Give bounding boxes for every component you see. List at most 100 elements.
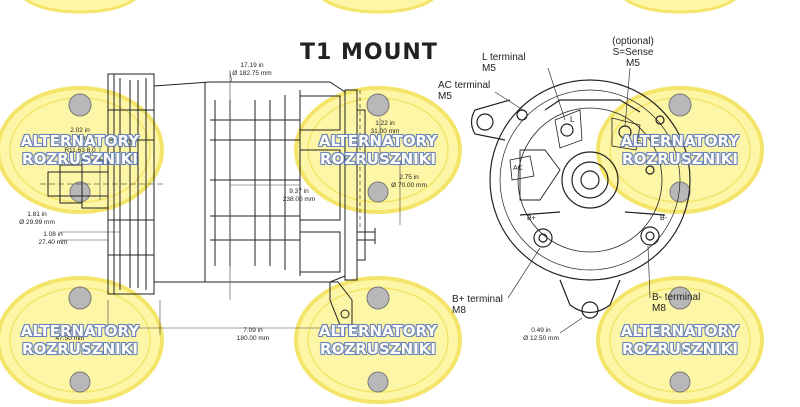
watermark-badge <box>596 86 764 214</box>
dimension-label: 0.49 in Ø 12.50 mm <box>518 327 564 342</box>
dimension-imperial: 1.22 in <box>375 120 395 127</box>
alternator-icon <box>68 286 92 310</box>
alternator-icon <box>668 286 692 310</box>
alternator-icon <box>367 371 389 393</box>
dimension-metric: 27.40 mm <box>38 238 68 246</box>
dimension-metric: Ø 182.75 mm <box>232 69 272 77</box>
dimension-imperial: 17.19 in <box>240 62 264 69</box>
l-terminal-stud <box>560 123 574 137</box>
dimension-imperial: 1.87 in <box>60 327 80 334</box>
dimension-metric: Ø 12.50 mm <box>523 334 559 342</box>
terminal-size: M5 <box>626 58 640 69</box>
alternator-icon <box>367 181 389 203</box>
shaft-hub <box>561 151 619 209</box>
watermark-text: ALTERNATORY ROZRUSZNIKI <box>0 132 160 168</box>
ac-terminal-stud <box>516 109 528 121</box>
watermark-text: ALTERNATORY ROZRUSZNIKI <box>0 322 160 358</box>
watermark-text: ALTERNATORY ROZRUSZNIKI <box>600 132 760 168</box>
face-mark-bminus: B- <box>660 215 667 222</box>
dimension-label: 2.75 in Ø 70.00 mm <box>386 174 432 189</box>
dimension-imperial: 2.02 in <box>70 127 90 134</box>
dimension-metric: 31.00 mm <box>370 127 400 135</box>
watermark-line2: ROZRUSZNIKI <box>320 150 436 168</box>
dimension-label: 9.37 in 238.00 mm <box>273 188 325 203</box>
dimension-metric: Ø 29.99 mm <box>19 218 55 226</box>
terminal-size: M8 <box>652 303 666 314</box>
housing-outline <box>489 79 691 281</box>
face-mark-bplus: B+ <box>527 215 536 222</box>
watermark-badges <box>0 0 764 404</box>
alternator-icon <box>69 181 91 203</box>
dimension-label: 7.09 in 180.00 mm <box>228 327 278 342</box>
ear-hole <box>476 113 494 131</box>
terminal-name: AC terminal <box>438 80 491 91</box>
side-dimension-lines <box>60 70 401 335</box>
terminal-size: M5 <box>482 63 496 74</box>
foot-hole <box>581 301 599 319</box>
watermark-line1: ALTERNATORY <box>20 322 140 340</box>
alternator-icon <box>669 371 691 393</box>
watermark-line2: ROZRUSZNIKI <box>622 340 738 358</box>
watermark-text: ALTERNATORY ROZRUSZNIKI <box>298 322 458 358</box>
dimension-label: 1.87 in 47.50 mm <box>46 327 94 342</box>
terminal-name: B- terminal <box>652 292 701 303</box>
l-terminal-label: L terminal M5 <box>482 52 526 74</box>
dimension-label: 2.02 in 51.4 mm <box>58 127 102 142</box>
dimension-label: 1.81 in Ø 29.99 mm <box>14 211 60 226</box>
watermark-line2: ROZRUSZNIKI <box>22 340 138 358</box>
bminus-terminal-label: B- terminal M8 <box>652 292 700 314</box>
alternator-icon <box>68 93 92 117</box>
dimension-imperial: 0.49 in <box>531 327 551 334</box>
watermark-line1: ALTERNATORY <box>318 132 438 150</box>
face-mark-s: S <box>636 139 642 148</box>
bplus-terminal-label: B+ terminal M8 <box>452 294 503 316</box>
dimension-metric: 47.50 mm <box>55 334 85 342</box>
dimension-imperial: 1.81 in <box>27 211 47 218</box>
ac-terminal-label: AC terminal M5 <box>438 80 490 102</box>
watermark-text: ALTERNATORY ROZRUSZNIKI <box>298 132 458 168</box>
dimension-imperial: R11.63 8.0 <box>64 147 96 154</box>
watermark-badge <box>0 86 164 214</box>
s-terminal-label: (optional) S=Sense M5 <box>602 36 664 69</box>
terminal-name: L terminal <box>482 52 526 63</box>
watermark-text: ALTERNATORY ROZRUSZNIKI <box>600 322 760 358</box>
dimension-metric: Ø 70.00 mm <box>391 181 427 189</box>
bplus-terminal-stud <box>533 228 553 248</box>
bminus-terminal-stud <box>640 226 660 246</box>
watermark-badge <box>294 86 462 214</box>
watermark-line1: ALTERNATORY <box>318 322 438 340</box>
end-view <box>470 79 691 319</box>
watermark-badge <box>294 276 462 404</box>
alternator-icon <box>366 286 390 310</box>
dimension-label: 1.22 in 31.00 mm <box>364 120 406 135</box>
terminal-size: M8 <box>452 305 466 316</box>
dimension-label: 17.19 in Ø 182.75 mm <box>224 62 280 77</box>
terminal-name: S=Sense <box>612 47 654 58</box>
page-title: T1 MOUNT <box>300 40 438 65</box>
dimension-imperial: 1.08 in <box>43 231 63 238</box>
face-mark-l: L <box>570 115 575 124</box>
dimension-metric: 51.4 mm <box>67 134 93 142</box>
dimension-metric: 238.00 mm <box>282 195 316 203</box>
watermark-badge <box>596 276 764 404</box>
watermark-line2: ROZRUSZNIKI <box>320 340 436 358</box>
watermark-line1: ALTERNATORY <box>620 322 740 340</box>
side-view <box>40 73 376 326</box>
terminal-name: B+ terminal <box>452 294 503 305</box>
watermark-line2: ROZRUSZNIKI <box>622 150 738 168</box>
dimension-label: R11.63 8.0 <box>56 147 104 155</box>
leader-lines <box>494 67 651 334</box>
watermark-line2: ROZRUSZNIKI <box>22 150 138 168</box>
alternator-icon <box>668 93 692 117</box>
terminal-size: M5 <box>438 91 452 102</box>
dimension-label: 1.08 in 27.40 mm <box>30 231 76 246</box>
terminal-note: (optional) <box>612 36 654 47</box>
alternator-icon <box>366 93 390 117</box>
alternator-icon <box>69 371 91 393</box>
watermark-line1: ALTERNATORY <box>20 132 140 150</box>
dimension-imperial: 9.37 in <box>289 188 309 195</box>
watermark-line1: ALTERNATORY <box>620 132 740 150</box>
watermark-badge <box>0 276 164 404</box>
dimension-metric: 180.00 mm <box>236 334 270 342</box>
